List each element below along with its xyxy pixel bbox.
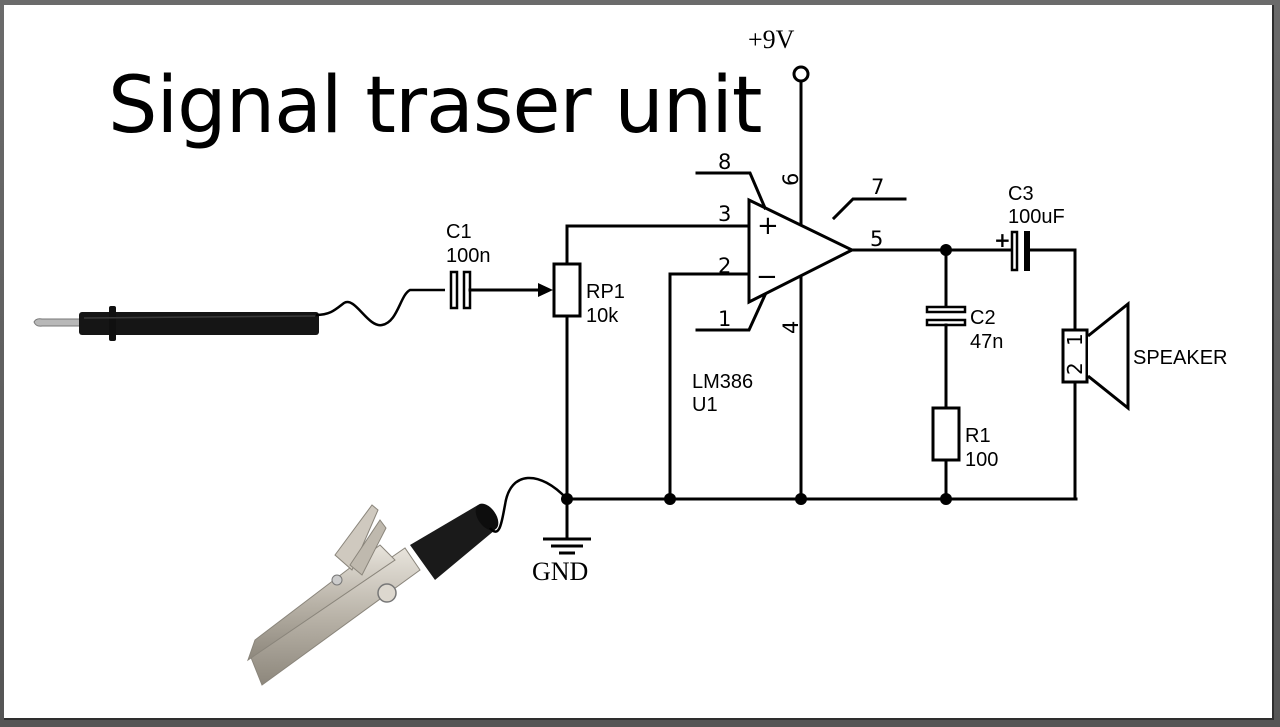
- r1-resistor-icon: [931, 406, 961, 462]
- pin-6-label: 6: [779, 173, 803, 186]
- c3-capacitor-icon: [1010, 230, 1030, 272]
- c1-ref: C1: [446, 221, 472, 243]
- c2-capacitor-icon: [925, 305, 967, 327]
- junction-dot: [795, 493, 807, 505]
- c3-polarity: +: [994, 228, 1011, 252]
- pin-5-label: 5: [870, 227, 883, 251]
- minus-sign: −: [756, 262, 778, 292]
- wiper-arrow-icon: [538, 283, 553, 297]
- c3-value: 100uF: [1008, 206, 1065, 228]
- c1-capacitor-icon: [449, 270, 472, 310]
- pin-7-label: 7: [871, 175, 884, 199]
- clip-cable: [489, 476, 568, 533]
- r1-value: 100: [965, 449, 998, 471]
- supply-label: +9V: [748, 25, 795, 54]
- c2-ref: C2: [970, 307, 996, 329]
- rp1-potentiometer-icon: [552, 262, 582, 318]
- alligator-clip-image: [247, 503, 499, 686]
- c1-value: 100n: [446, 245, 491, 267]
- probe-cable: [315, 288, 445, 327]
- supply-terminal-icon: [792, 65, 810, 83]
- pin-4-label: 4: [779, 321, 803, 334]
- u1-part: LM386: [692, 371, 753, 393]
- diagram-title: Signal traser unit: [108, 61, 761, 151]
- rp1-ref: RP1: [586, 281, 625, 303]
- rp1-value: 10k: [586, 305, 619, 327]
- u1-ref: U1: [692, 394, 718, 416]
- lm386-amplifier-icon: [747, 197, 856, 305]
- plus-sign: +: [757, 211, 779, 241]
- ground-label: GND: [532, 557, 588, 586]
- speaker-pin-2: 2: [1063, 362, 1087, 375]
- pin-8-lead: [695, 171, 767, 210]
- c2-value: 47n: [970, 331, 1003, 353]
- pin-1-lead: [695, 293, 767, 332]
- r1-ref: R1: [965, 425, 991, 447]
- pin-1-label: 1: [718, 307, 731, 331]
- speaker-icon: [1087, 300, 1130, 412]
- pin-8-label: 8: [718, 150, 731, 174]
- speaker-label: SPEAKER: [1133, 347, 1227, 369]
- test-probe-image: [33, 306, 319, 341]
- speaker-terminal-block: [1061, 328, 1089, 384]
- wire-c3-speaker: [1028, 248, 1077, 332]
- pin-2-label: 2: [718, 254, 731, 278]
- ground-icon: [543, 537, 591, 555]
- pin-3-label: 3: [718, 202, 731, 226]
- c3-ref: C3: [1008, 183, 1034, 205]
- pin-7-lead: [831, 197, 907, 221]
- speaker-pin-1: 1: [1063, 333, 1087, 346]
